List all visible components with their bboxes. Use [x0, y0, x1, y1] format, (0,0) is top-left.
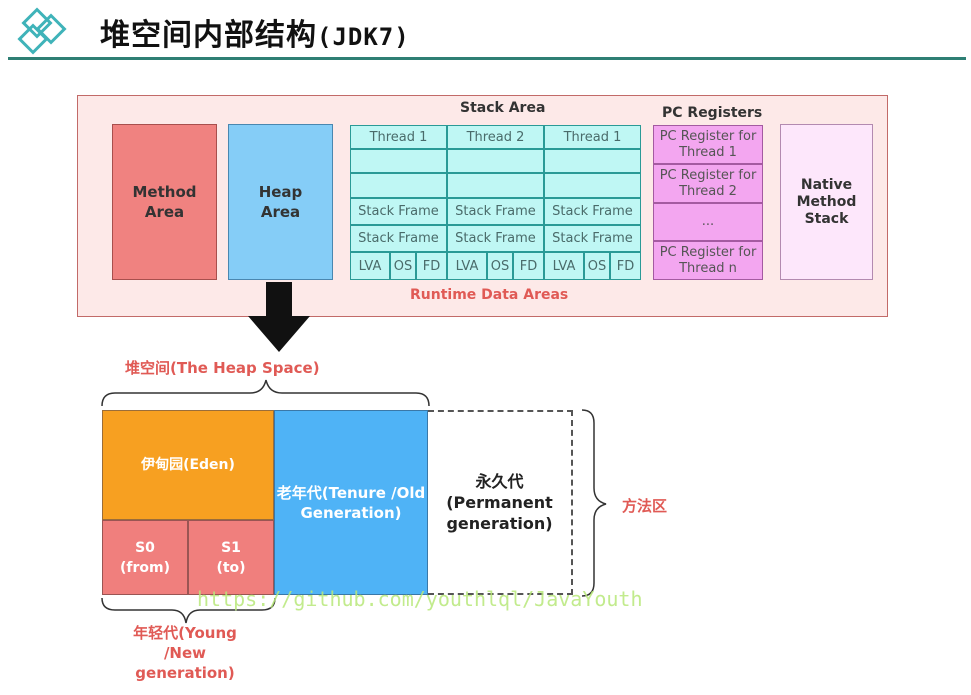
method-area: Method Area — [112, 124, 217, 280]
heap-area: Heap Area — [228, 124, 333, 280]
stack-frame-part: FD — [610, 252, 641, 280]
pc-register-cell: PC Register for Thread 1 — [653, 125, 763, 164]
stack-frame-part: OS — [390, 252, 416, 280]
method-area-cn-label: 方法区 — [622, 497, 668, 515]
page-title: 堆空间内部结构(JDK7) — [100, 10, 410, 54]
eden-label: 伊甸园(Eden) — [141, 457, 235, 473]
stack-frame-part: LVA — [447, 252, 487, 280]
tenure-space: 老年代(Tenure /Old Generation) — [274, 410, 428, 595]
watermark: https://github.com/youthlql/JavaYouth — [197, 587, 643, 611]
stack-frame-part: OS — [487, 252, 513, 280]
native-method-stack: Native Method Stack — [780, 124, 873, 280]
young-generation-label: 年轻代(Young /New generation) — [133, 624, 237, 682]
stack-frame-cell: Stack Frame — [350, 198, 447, 225]
down-arrow-icon — [248, 282, 310, 352]
method-area-label: Method Area — [132, 183, 197, 221]
native-method-stack-label: Native Method Stack — [796, 176, 857, 227]
stack-frame-part: LVA — [350, 252, 390, 280]
stack-frame-cell: Stack Frame — [447, 198, 544, 225]
stack-empty-cell — [447, 173, 544, 198]
stack-frame-part: FD — [513, 252, 544, 280]
stack-frame-cell: Stack Frame — [544, 198, 641, 225]
page-subtitle: (JDK7) — [317, 23, 410, 51]
pc-register-text: PC Register for Thread 2 — [659, 167, 757, 199]
heap-space-label: 堆空间(The Heap Space) — [125, 359, 320, 377]
stack-area-label: Stack Area — [460, 100, 546, 116]
eden-space: 伊甸园(Eden) — [102, 410, 274, 520]
stack-empty-cell — [544, 173, 641, 198]
stack-empty-cell — [544, 149, 641, 173]
stack-empty-cell — [447, 149, 544, 173]
young-generation-brace — [101, 597, 276, 624]
stack-frame-cell: Stack Frame — [447, 225, 544, 252]
pc-registers-label: PC Registers — [662, 105, 763, 121]
stack-thread-header: Thread 1 — [544, 125, 641, 149]
runtime-data-areas-caption: Runtime Data Areas — [410, 287, 569, 303]
pc-register-cell: PC Register for Thread 2 — [653, 164, 763, 203]
page-title-text: 堆空间内部结构 — [100, 18, 317, 53]
s0-label: S0 (from) — [120, 539, 170, 576]
pc-register-text: PC Register for Thread 1 — [659, 128, 757, 160]
stack-frame-part: LVA — [544, 252, 584, 280]
pc-register-cell: ... — [653, 203, 763, 241]
stack-thread-header: Thread 2 — [447, 125, 544, 149]
permanent-label: 永久代 (Permanent generation) — [446, 472, 553, 533]
tenure-label: 老年代(Tenure /Old Generation) — [276, 483, 426, 522]
survivor-s0: S0 (from) — [102, 520, 188, 595]
stack-empty-cell — [350, 173, 447, 198]
heap-area-label: Heap Area — [258, 183, 303, 221]
pc-register-text: ... — [701, 214, 715, 229]
permanent-generation: 永久代 (Permanent generation) — [428, 410, 573, 595]
stack-frame-part: OS — [584, 252, 610, 280]
stack-empty-cell — [350, 149, 447, 173]
pc-register-cell: PC Register for Thread n — [653, 241, 763, 280]
s1-label: S1 (to) — [216, 539, 246, 576]
logo-icon — [12, 7, 72, 56]
stack-thread-header: Thread 1 — [350, 125, 447, 149]
stack-frame-part: FD — [416, 252, 447, 280]
stack-frame-cell: Stack Frame — [350, 225, 447, 252]
pc-register-text: PC Register for Thread n — [659, 244, 757, 276]
survivor-s1: S1 (to) — [188, 520, 274, 595]
title-divider — [8, 57, 966, 60]
stack-frame-cell: Stack Frame — [544, 225, 641, 252]
heap-space-brace — [101, 379, 430, 407]
method-area-brace — [581, 409, 607, 597]
